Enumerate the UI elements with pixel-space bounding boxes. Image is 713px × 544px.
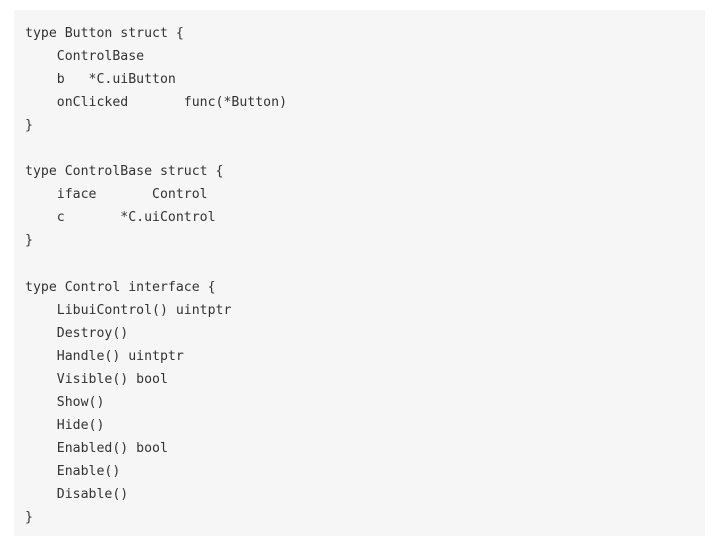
- code-line: type ControlBase struct {: [25, 164, 224, 180]
- code-line: [25, 252, 705, 275]
- code-line: }: [25, 118, 33, 134]
- code-line: Enable(): [25, 463, 121, 479]
- code-block: type Button struct { ControlBase b *C.ui…: [14, 10, 705, 536]
- code-line: Visible() bool: [25, 371, 168, 387]
- code-line: c *C.uiControl: [25, 210, 216, 226]
- code-line: Handle() uintptr: [25, 348, 184, 364]
- code-line: b *C.uiButton: [25, 72, 176, 88]
- code-line: ControlBase: [25, 49, 145, 65]
- code-line: }: [25, 509, 33, 525]
- code-line: LibuiControl() uintptr: [25, 302, 232, 318]
- code-line: Destroy(): [25, 325, 129, 341]
- code-line: [25, 137, 705, 160]
- code-line: iface Control: [25, 187, 208, 203]
- code-line: Enabled() bool: [25, 440, 168, 456]
- code-line: onClicked func(*Button): [25, 95, 288, 111]
- code-line: type Button struct {: [25, 26, 184, 41]
- code-line: type Control interface {: [25, 279, 216, 295]
- code-line: Hide(): [25, 417, 105, 433]
- code-line: Disable(): [25, 486, 129, 502]
- code-line: Show(): [25, 394, 105, 410]
- code-line: }: [25, 233, 33, 249]
